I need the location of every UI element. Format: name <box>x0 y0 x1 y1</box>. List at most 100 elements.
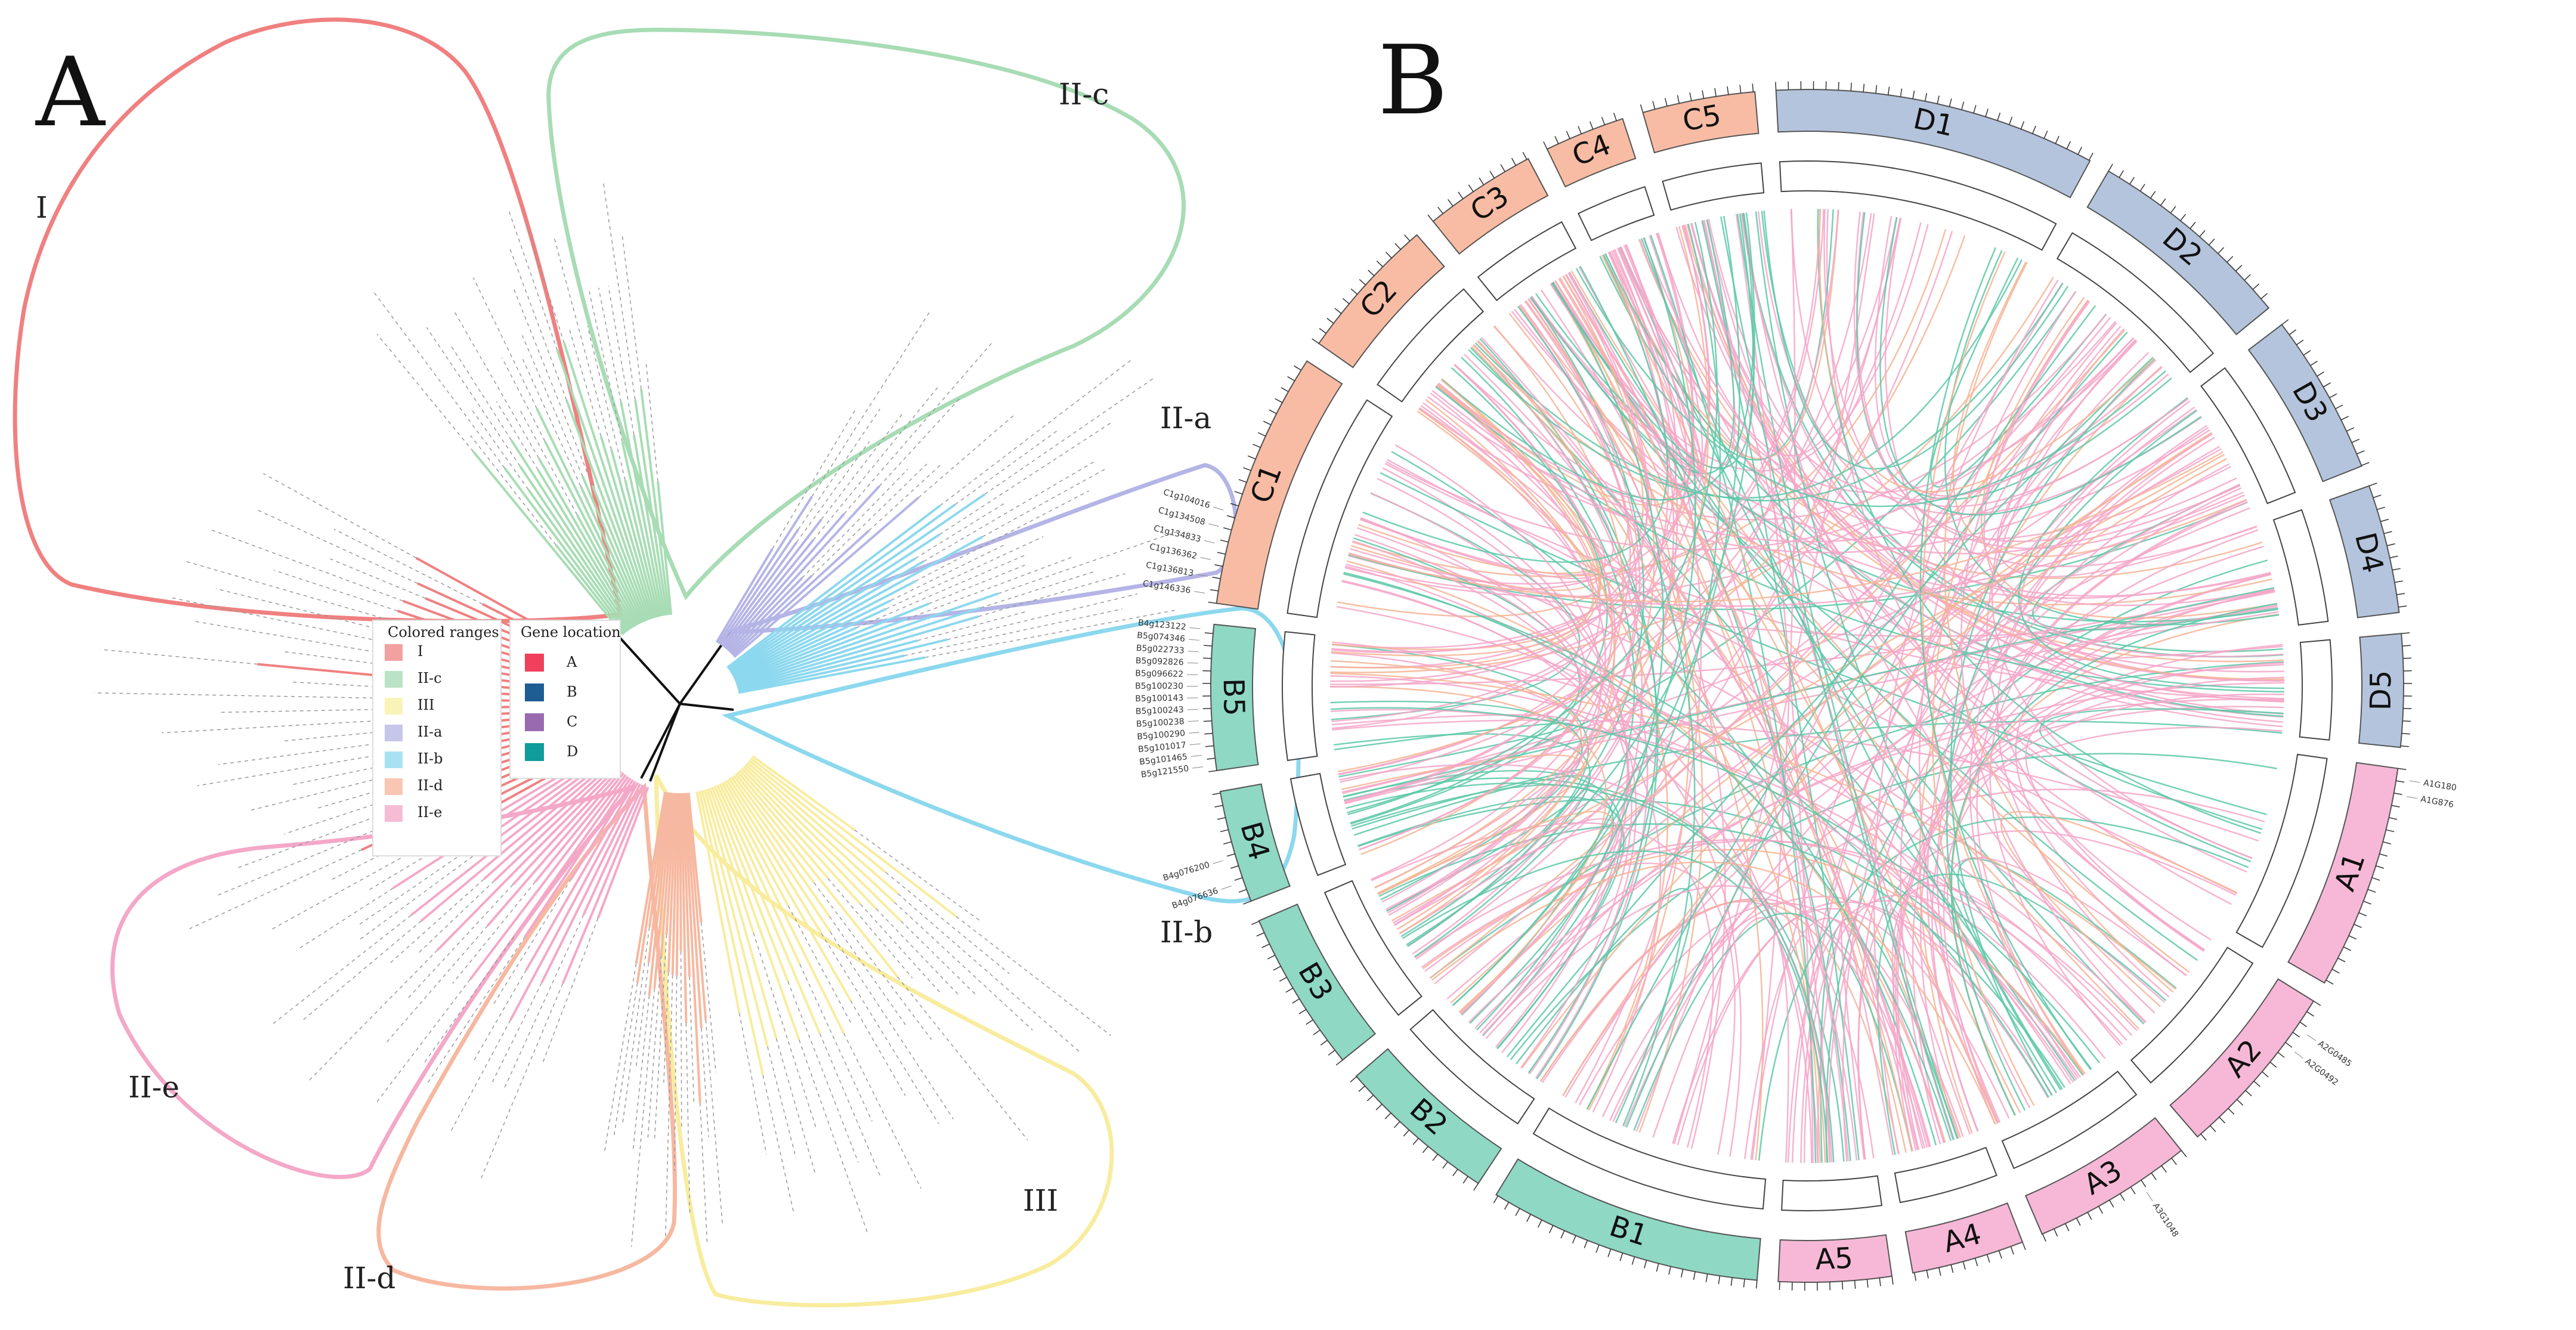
synteny-link <box>1330 707 2101 1064</box>
scale-tick <box>2043 131 2048 139</box>
root-branch <box>679 703 734 711</box>
chromosome-B4: B4 <box>1212 772 1347 905</box>
branch <box>734 608 887 681</box>
scale-tick <box>1385 252 1392 259</box>
gene-label: B5g100290 <box>1137 729 1186 742</box>
branch <box>640 389 670 615</box>
branch <box>695 791 741 1014</box>
branch <box>519 465 631 630</box>
scale-tick <box>1204 645 1213 647</box>
synteny-link <box>1454 245 1688 501</box>
scale-tick <box>1664 98 1668 107</box>
legend-location-swatch <box>525 654 544 672</box>
synteny-link <box>1919 529 2259 1139</box>
branch-extension <box>472 277 537 409</box>
scale-tick <box>1912 90 1915 99</box>
branch-extension <box>100 649 258 665</box>
branch <box>671 793 679 975</box>
branch-extension <box>496 401 539 471</box>
scale-tick <box>1727 86 1729 95</box>
scale-tick <box>1526 1214 1531 1222</box>
synteny-link <box>1332 641 2146 1023</box>
synteny-link <box>1331 709 2123 1045</box>
synteny-link <box>1347 222 1718 815</box>
branch <box>734 773 899 978</box>
gene-label: B5g100230 <box>1135 682 1183 691</box>
legend-range-label: II-b <box>418 750 443 767</box>
branch <box>738 656 926 694</box>
scale-tick <box>1366 1094 1374 1102</box>
synteny-link <box>1480 336 1928 1148</box>
synteny-link <box>1996 426 2209 998</box>
legend-range-swatch <box>385 751 403 768</box>
synteny-link <box>1352 540 1632 1068</box>
scale-tick <box>1212 793 1221 796</box>
scale-tick <box>2386 543 2395 546</box>
synteny-link <box>1932 299 2089 1106</box>
synteny-link <box>1841 921 1894 1160</box>
scale-tick <box>1779 1281 1780 1290</box>
branch <box>730 575 813 655</box>
chromosome-ideogram <box>1258 903 1377 1061</box>
scale-tick <box>1281 387 1289 392</box>
branch <box>726 505 941 669</box>
legend-range-label: III <box>418 697 434 713</box>
gene-label-leader <box>2306 1034 2317 1041</box>
synteny-link <box>1527 298 1703 1133</box>
legend-range-swatch <box>385 725 403 741</box>
scale-tick <box>2289 329 2296 335</box>
scale-tick <box>2170 206 2176 214</box>
synteny-link <box>1348 501 2248 610</box>
density-track <box>2200 367 2296 505</box>
legend-range-label: I <box>418 643 423 660</box>
branch <box>713 785 821 1034</box>
branch <box>729 533 941 673</box>
branch <box>706 788 755 933</box>
panel-b-circos-plot: B D1D2D3D4D5A1A2A3A4A5B1B2B3B4B5C1C2C3C4… <box>1135 24 2457 1291</box>
scale-tick <box>2386 829 2395 833</box>
scale-tick <box>1412 1137 1419 1145</box>
branch <box>731 536 984 676</box>
branch <box>487 771 623 927</box>
scale-tick <box>2396 780 2405 783</box>
branch-extension <box>856 555 1025 629</box>
branch <box>734 626 857 682</box>
scale-tick <box>1924 92 1928 101</box>
synteny-link <box>1516 887 1693 1124</box>
synteny-link <box>1950 358 2156 1096</box>
branch-extension <box>587 326 626 480</box>
branch-extension <box>772 409 856 549</box>
density-track <box>1282 631 1318 762</box>
branch <box>648 792 669 928</box>
scale-tick <box>2209 1125 2216 1133</box>
scale-tick <box>1214 805 1223 808</box>
scale-tick <box>2396 593 2405 595</box>
branch <box>660 793 675 956</box>
scale-tick <box>2139 184 2145 191</box>
scale-tick <box>2109 1199 2114 1208</box>
legend-range-swatch <box>385 644 403 661</box>
scale-tick <box>1306 1019 1313 1025</box>
scale-tick <box>1644 1260 1647 1269</box>
scale-tick <box>2292 1032 2300 1038</box>
scale-tick <box>1223 527 1232 531</box>
branch <box>738 769 862 905</box>
branch <box>565 400 650 621</box>
chromosome-ideogram <box>1777 1234 1893 1283</box>
synteny-link <box>1950 602 2278 1116</box>
synteny-link <box>1936 463 2230 1125</box>
branch <box>579 485 644 623</box>
scale-tick <box>1342 298 1350 304</box>
clade-branches <box>604 791 723 1247</box>
synteny-link <box>1524 301 1726 1149</box>
synteny-link <box>1380 472 2267 815</box>
scale-tick <box>1879 1278 1881 1286</box>
branch-extension <box>955 916 1111 1036</box>
synteny-link <box>1856 212 2244 549</box>
scale-tick <box>2151 1173 2157 1180</box>
scale-tick <box>1607 1248 1612 1257</box>
scale-tick <box>2277 1051 2285 1058</box>
branch-extension <box>811 463 927 577</box>
scale-tick <box>1974 1258 1978 1267</box>
